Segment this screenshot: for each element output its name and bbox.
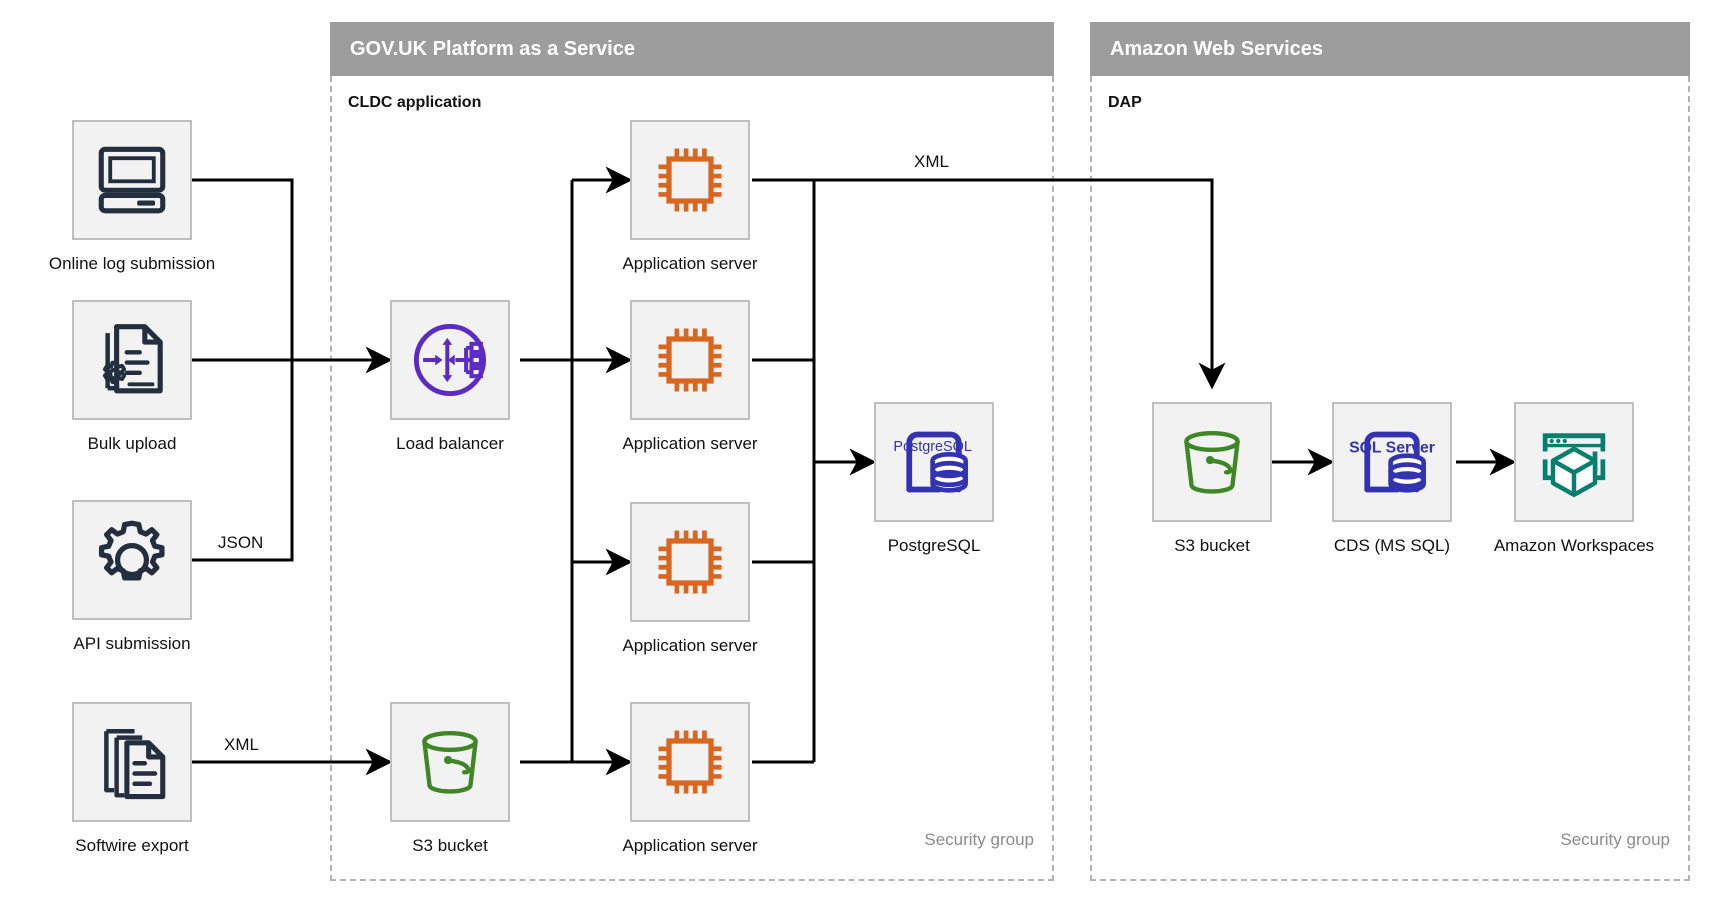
node-caption: Amazon Workspaces <box>1493 536 1655 555</box>
edge-label-json-text: JSON <box>218 533 264 552</box>
cpu-chip-icon <box>658 328 722 392</box>
zone-subtitle-aws-label: DAP <box>1108 94 1142 111</box>
node-tile <box>630 300 750 420</box>
node-caption: S3 bucket <box>1174 536 1250 555</box>
desktop-computer-icon <box>98 146 166 214</box>
zone-subtitle-cldc-application: CLDC application <box>348 94 481 112</box>
node-caption: CDS (MS SQL) <box>1333 536 1451 555</box>
node-app-server-4[interactable]: Application server <box>622 702 758 855</box>
node-caption: Application server <box>622 434 758 453</box>
node-tile <box>1514 402 1634 522</box>
edge-label-json: JSON <box>212 533 270 553</box>
document-gear-icon <box>102 324 163 394</box>
cpu-chip-icon <box>658 530 722 594</box>
amazon-workspaces-icon <box>1542 433 1606 498</box>
zone-footer-aws-label: Security group <box>1560 830 1670 849</box>
node-postgresql[interactable]: PostgreSQL PostgreSQL <box>874 402 994 555</box>
zone-header-paas: GOV.UK Platform as a Service <box>330 22 1054 76</box>
node-caption: Bulk upload <box>87 434 177 453</box>
node-tile <box>72 500 192 620</box>
node-app-server-3[interactable]: Application server <box>622 502 758 655</box>
svg-text:PostgreSQL: PostgreSQL <box>893 439 972 455</box>
node-caption: Load balancer <box>396 434 504 453</box>
node-caption: Online log submission <box>48 254 216 273</box>
node-tile <box>630 120 750 240</box>
node-tile <box>72 300 192 420</box>
node-caption: S3 bucket <box>412 836 488 855</box>
zone-body-paas <box>330 76 1054 881</box>
node-paas-s3-bucket[interactable]: S3 bucket <box>390 702 510 855</box>
s3-bucket-icon <box>422 730 478 794</box>
node-app-server-1[interactable]: Application server <box>622 120 758 273</box>
zone-body-aws <box>1090 76 1690 881</box>
zone-subtitle-dap: DAP <box>1108 94 1142 112</box>
node-amazon-workspaces[interactable]: Amazon Workspaces <box>1494 402 1654 555</box>
node-caption: Application server <box>622 636 758 655</box>
node-bulk-upload[interactable]: Bulk upload <box>72 300 192 453</box>
node-tile: PostgreSQL <box>874 402 994 522</box>
document-stack-icon <box>104 729 166 800</box>
node-tile <box>630 502 750 622</box>
zone-header-aws-label: Amazon Web Services <box>1110 37 1324 60</box>
node-caption: Application server <box>622 254 758 273</box>
edge-label-xml-softwire: XML <box>218 735 265 755</box>
zone-subtitle-paas-label: CLDC application <box>348 94 482 111</box>
node-tile <box>630 702 750 822</box>
node-tile <box>390 702 510 822</box>
postgresql-icon: PostgreSQL <box>893 431 972 493</box>
node-online-log-submission[interactable]: Online log submission <box>49 120 215 273</box>
node-api-submission[interactable]: API submission <box>72 500 192 653</box>
node-caption: Application server <box>622 836 758 855</box>
sql-server-icon: SQL Server <box>1349 431 1435 493</box>
edge-label-xml-appserver: XML <box>908 152 955 172</box>
zone-header-aws: Amazon Web Services <box>1090 22 1690 76</box>
node-load-balancer[interactable]: Load balancer <box>390 300 510 453</box>
zone-footer-paas: Security group <box>804 830 1034 850</box>
zone-footer-paas-label: Security group <box>924 830 1034 849</box>
node-tile <box>390 300 510 420</box>
node-tile <box>1152 402 1272 522</box>
node-tile <box>72 702 192 822</box>
zone-header-paas-label: GOV.UK Platform as a Service <box>350 37 635 60</box>
node-cds-ms-sql[interactable]: SQL Server CDS (MS SQL) <box>1332 402 1452 555</box>
load-balancer-icon <box>413 323 487 397</box>
node-aws-s3-bucket[interactable]: S3 bucket <box>1152 402 1272 555</box>
gear-icon <box>98 520 165 581</box>
node-softwire-export[interactable]: Softwire export <box>72 702 192 855</box>
node-app-server-2[interactable]: Application server <box>622 300 758 453</box>
svg-text:SQL Server: SQL Server <box>1349 439 1435 456</box>
zone-footer-aws: Security group <box>1440 830 1670 850</box>
cpu-chip-icon <box>658 730 722 794</box>
node-tile: SQL Server <box>1332 402 1452 522</box>
s3-bucket-icon <box>1184 430 1240 494</box>
edge-label-xml-appserver-text: XML <box>914 152 949 171</box>
node-caption: Softwire export <box>75 836 189 855</box>
node-caption: PostgreSQL <box>887 536 981 555</box>
edge-label-xml-softwire-text: XML <box>224 735 259 754</box>
node-tile <box>72 120 192 240</box>
node-caption: API submission <box>73 634 191 653</box>
cpu-chip-icon <box>658 148 722 212</box>
